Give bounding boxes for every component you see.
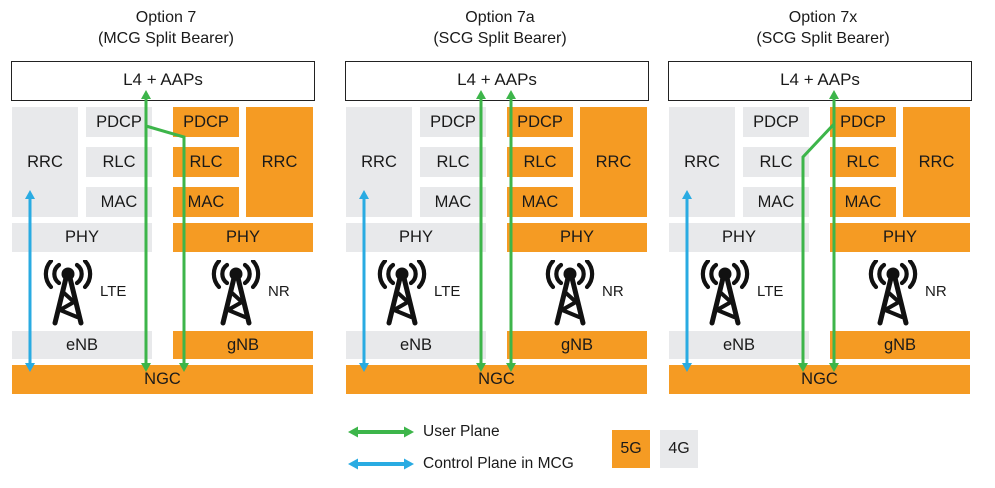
lte-pdcp-box: PDCP	[420, 107, 486, 137]
control-plane-arrow-up	[359, 190, 369, 199]
nr-pdcp-box: PDCP	[507, 107, 573, 137]
cell-tower-icon	[211, 260, 261, 326]
architecture-panel-1: Option 7a (SCG Split Bearer) L4 + AAPs R…	[345, 0, 649, 400]
lte-rlc-box: RLC	[743, 147, 809, 177]
app-layer-box: L4 + AAPs	[345, 61, 649, 101]
lte-pdcp-box: PDCP	[86, 107, 152, 137]
bearer-paths	[359, 90, 516, 372]
gnb-box: gNB	[830, 331, 970, 359]
cell-tower-icon	[43, 260, 93, 326]
legend-control-plane: Control Plane in MCG	[348, 454, 574, 474]
control-plane-arrow-up	[682, 190, 692, 199]
user-plane-arrow-up	[506, 90, 516, 99]
core-network-box: NGC	[346, 365, 647, 394]
nr-radio-label: NR	[925, 283, 947, 300]
legend-control-plane-label: Control Plane in MCG	[423, 455, 574, 472]
panel-subtitle: (SCG Split Bearer)	[756, 30, 890, 47]
user-plane-split-arrow-down	[798, 363, 808, 372]
architecture-panel-0: Option 7 (MCG Split Bearer) L4 + AAPs RR…	[11, 0, 315, 400]
gnb-box: gNB	[507, 331, 647, 359]
user-plane-arrow-down	[476, 363, 486, 372]
control-plane-arrow-down	[682, 363, 692, 372]
nr-rrc-box: RRC	[246, 107, 313, 217]
panel-subtitle: (MCG Split Bearer)	[97, 30, 235, 47]
user-plane-arrow-down	[829, 363, 839, 372]
nr-phy-box: PHY	[830, 223, 970, 252]
nr-phy-box: PHY	[507, 223, 647, 252]
app-layer-box: L4 + AAPs	[668, 61, 972, 101]
user-plane-split-line	[801, 122, 836, 366]
gnb-box: gNB	[173, 331, 313, 359]
nr-pdcp-box: PDCP	[173, 107, 239, 137]
nr-mac-box: MAC	[830, 187, 896, 217]
nr-rrc-box: RRC	[580, 107, 647, 217]
nr-rrc-box: RRC	[903, 107, 970, 217]
panel-title: Option 7x	[788, 9, 858, 26]
user-plane-arrow-down	[506, 363, 516, 372]
nr-rlc-box: RLC	[830, 147, 896, 177]
cell-tower-icon	[700, 260, 750, 326]
panel-title: Option 7	[135, 9, 197, 26]
lte-rrc-box: RRC	[12, 107, 78, 217]
nr-radio-label: NR	[602, 283, 624, 300]
legend-swatch-4g: 4G	[660, 430, 698, 468]
cell-tower-icon	[545, 260, 595, 326]
lte-phy-box: PHY	[12, 223, 152, 252]
nr-radio-label: NR	[268, 283, 290, 300]
lte-phy-box: PHY	[346, 223, 486, 252]
bearer-paths	[25, 90, 189, 372]
nr-mac-box: MAC	[507, 187, 573, 217]
double-arrow-green-icon	[348, 426, 414, 438]
enb-box: eNB	[12, 331, 152, 359]
lte-radio-label: LTE	[757, 283, 784, 300]
lte-pdcp-box: PDCP	[743, 107, 809, 137]
lte-rlc-box: RLC	[86, 147, 152, 177]
enb-box: eNB	[346, 331, 486, 359]
user-plane-arrow-up	[476, 90, 486, 99]
cell-tower-icon	[868, 260, 918, 326]
nr-phy-box: PHY	[173, 223, 313, 252]
lte-radio-label: LTE	[100, 283, 127, 300]
core-network-box: NGC	[12, 365, 313, 394]
nr-rlc-box: RLC	[507, 147, 573, 177]
lte-radio-label: LTE	[434, 283, 461, 300]
nr-pdcp-box: PDCP	[830, 107, 896, 137]
app-layer-box: L4 + AAPs	[11, 61, 315, 101]
legend-user-plane-label: User Plane	[423, 423, 500, 440]
lte-rrc-box: RRC	[669, 107, 735, 217]
architecture-panel-2: Option 7x (SCG Split Bearer) L4 + AAPs R…	[668, 0, 972, 400]
lte-mac-box: MAC	[420, 187, 486, 217]
lte-rrc-box: RRC	[346, 107, 412, 217]
user-plane-split-arrow-down	[179, 363, 189, 372]
panel-title: Option 7a	[465, 9, 535, 26]
user-plane-arrow-up	[829, 90, 839, 99]
lte-mac-box: MAC	[743, 187, 809, 217]
double-arrow-blue-icon	[348, 458, 414, 470]
lte-rlc-box: RLC	[420, 147, 486, 177]
user-plane-arrow-down	[141, 363, 151, 372]
user-plane-arrow-up	[141, 90, 151, 99]
lte-phy-box: PHY	[669, 223, 809, 252]
control-plane-arrow-down	[359, 363, 369, 372]
enb-box: eNB	[669, 331, 809, 359]
user-plane-split-line	[145, 124, 186, 366]
lte-mac-box: MAC	[86, 187, 152, 217]
panel-subtitle: (SCG Split Bearer)	[433, 30, 567, 47]
bearer-paths	[682, 90, 839, 372]
cell-tower-icon	[377, 260, 427, 326]
legend-user-plane: User Plane	[348, 422, 500, 442]
control-plane-arrow-down	[25, 363, 35, 372]
legend-swatch-5g: 5G	[612, 430, 650, 468]
control-plane-arrow-up	[25, 190, 35, 199]
core-network-box: NGC	[669, 365, 970, 394]
